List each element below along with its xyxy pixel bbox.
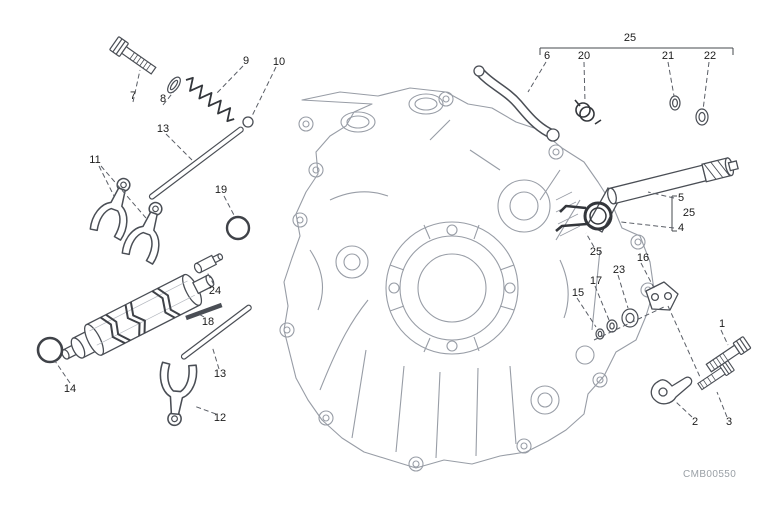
callout-21: 21 [661,50,675,62]
detent-ball [242,116,254,128]
engine-case [279,87,656,472]
stopper-plate [645,281,679,311]
detent-screw [109,36,157,75]
callout-3: 3 [725,416,733,428]
callout-13a: 13 [156,123,170,135]
callout-18: 18 [201,316,215,328]
gear-lever [473,65,560,142]
oring-small [225,215,251,241]
bracket-5-4 [671,195,677,232]
callout-25c: 25 [589,246,603,258]
torsion-spring [555,201,613,232]
detent-washer [167,76,181,94]
lever-spring [574,99,602,125]
fork-rod-upper [148,126,244,200]
oring-large [36,336,64,364]
washer-23 [621,308,639,328]
bracket-25 [539,47,734,55]
leader-lines [54,61,729,418]
drum-bearing-pin [193,253,224,274]
callout-2: 2 [691,416,699,428]
fork-rod-lower [180,304,252,360]
callout-6: 6 [543,50,551,62]
washer-17 [606,319,618,333]
callout-20: 20 [577,50,591,62]
callout-22: 22 [703,50,717,62]
callout-5: 5 [677,192,685,204]
callout-1: 1 [718,318,726,330]
drum-pin [185,302,223,321]
shift-drum [61,273,215,360]
callout-12: 12 [213,412,227,424]
callout-16: 16 [636,252,650,264]
callout-19: 19 [214,184,228,196]
washer-21 [669,95,681,111]
callout-9: 9 [242,55,250,67]
callout-25b: 25 [682,207,696,219]
callout-14: 14 [63,383,77,395]
callout-15: 15 [571,287,585,299]
callout-24: 24 [208,285,222,297]
diagram-code: CMB00550 [683,469,737,480]
callout-8: 8 [159,93,167,105]
shift-shaft [587,157,739,233]
detent-spring [185,76,235,123]
callout-7: 7 [129,90,137,102]
shift-fork-upper-b [120,196,175,266]
callout-4: 4 [677,222,685,234]
callout-25a: 25 [623,32,637,44]
bolt-3 [697,360,735,391]
callout-23: 23 [612,264,626,276]
stopper-bracket [650,376,693,405]
nut-22 [695,108,709,126]
callout-17: 17 [589,275,603,287]
callout-13b: 13 [213,368,227,380]
callout-11: 11 [89,154,101,166]
callout-10: 10 [272,56,286,68]
shift-fork-lower [155,361,199,428]
washer-15 [595,328,605,340]
